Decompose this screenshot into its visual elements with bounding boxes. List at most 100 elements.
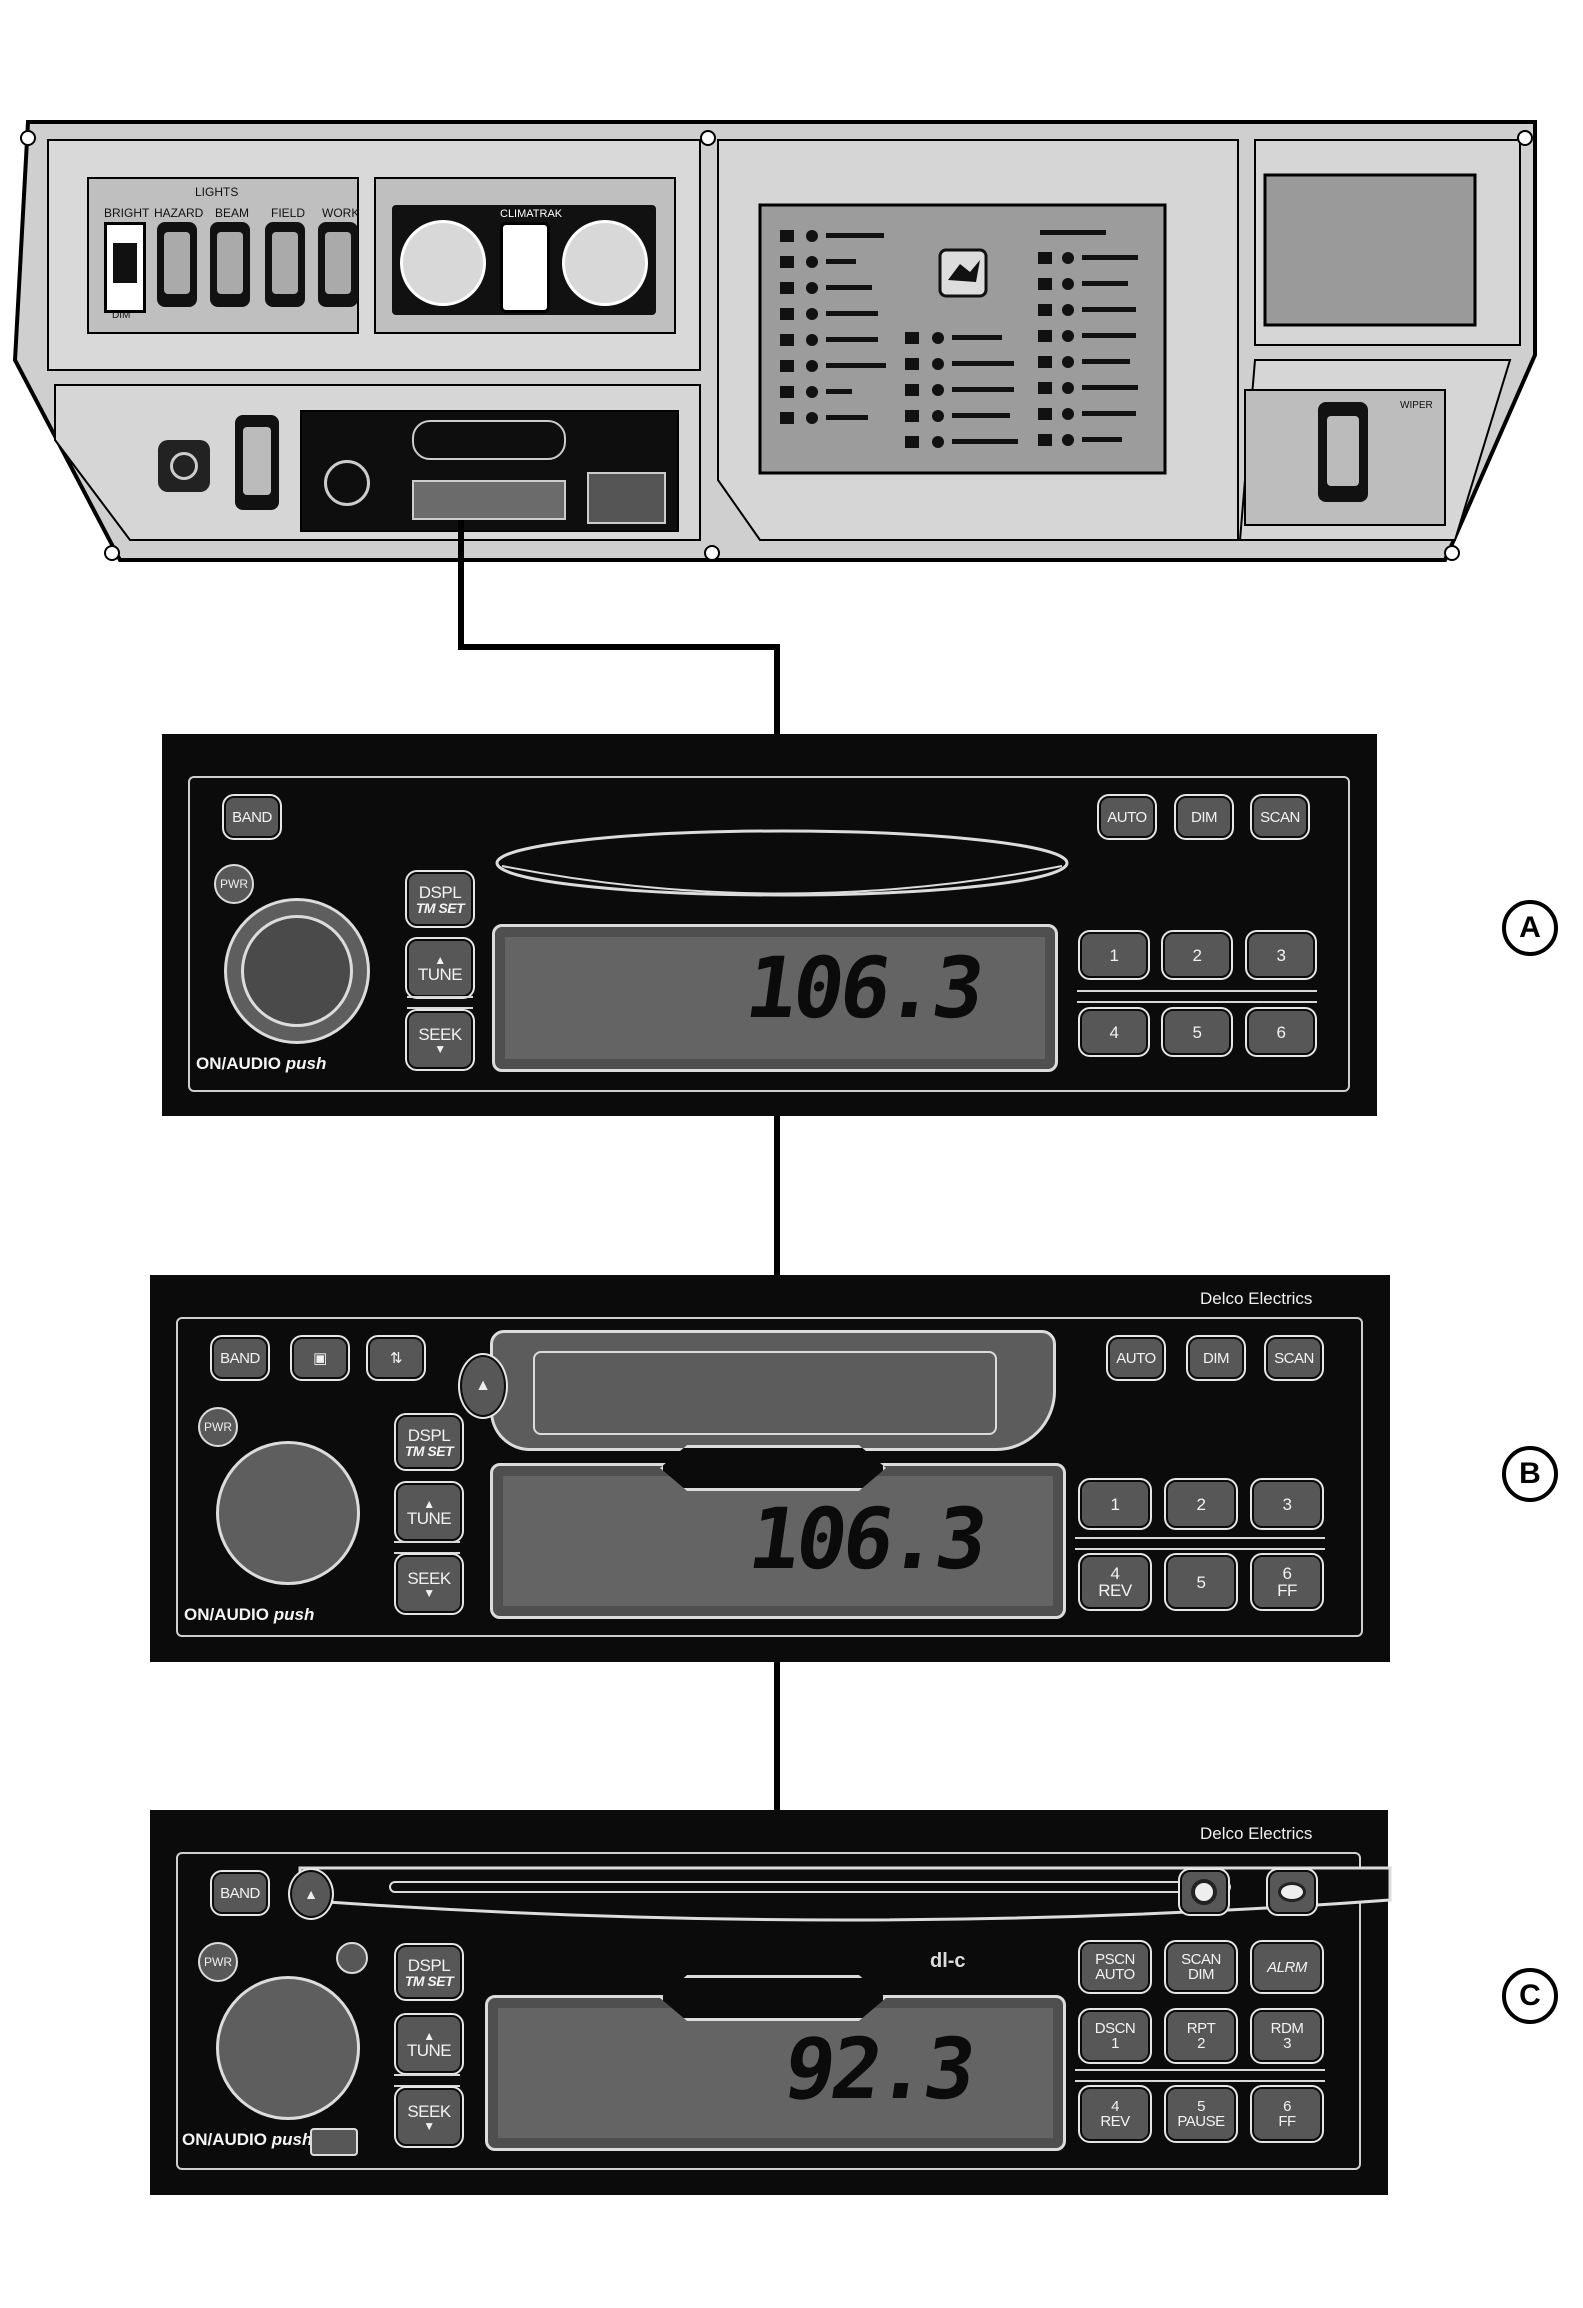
eject-icon: ▲ <box>475 1377 491 1394</box>
tune-button[interactable]: ▲TUNE <box>396 2015 462 2073</box>
tape-direction-button[interactable]: ⇅ <box>368 1337 424 1379</box>
cassette-icon-button[interactable]: ▣ <box>292 1337 348 1379</box>
disc-icon <box>1191 1879 1217 1905</box>
preset-1-button[interactable]: 1 <box>1080 932 1148 978</box>
auto-button[interactable]: AUTO <box>1108 1337 1164 1379</box>
tmset-label: TM SET <box>404 1972 454 1989</box>
power-button[interactable]: PWR <box>198 1407 238 1447</box>
volume-knob[interactable] <box>216 1976 360 2120</box>
wiper-label: WIPER <box>1400 400 1433 411</box>
indicator-panel <box>770 220 1155 465</box>
tape-direction-icon: ⇅ <box>389 1349 403 1367</box>
preset-3-button[interactable]: 3 <box>1252 1480 1322 1528</box>
band-button[interactable]: BAND <box>212 1872 268 1914</box>
preset-5-button[interactable]: 5 <box>1163 1009 1231 1055</box>
preset-5-button[interactable]: 5 <box>1166 1555 1236 1609</box>
seek-button[interactable]: SEEK▼ <box>396 2088 462 2146</box>
tune-label: TUNE <box>406 1508 452 1528</box>
power-button[interactable]: PWR <box>198 1942 238 1982</box>
preset-6-button[interactable]: 6 <box>1247 1009 1315 1055</box>
tune-seek-divider <box>394 2074 460 2087</box>
beacon-switch[interactable] <box>235 415 279 510</box>
dim-button[interactable]: DIM <box>1176 796 1232 838</box>
dspl-button[interactable]: DSPL TM SET <box>396 1945 462 1999</box>
dspl-label: DSPL <box>407 1425 451 1445</box>
frequency-display <box>492 924 1058 1072</box>
eject-button[interactable]: ▲ <box>460 1355 506 1417</box>
seek-label: SEEK <box>407 2101 451 2121</box>
rocker-switch-field[interactable] <box>265 222 305 307</box>
switch-label-hazard: HAZARD <box>154 206 204 220</box>
alrm-button[interactable]: ALRM <box>1252 1942 1322 1992</box>
preset-3-button[interactable]: 3 <box>1247 932 1315 978</box>
dashboard-panel: LIGHTS BRIGHT HAZARD BEAM FIELD WORK DIM… <box>0 0 1583 580</box>
preset-divider <box>1075 2069 1325 2082</box>
scan-button[interactable]: SCAN <box>1266 1337 1322 1379</box>
aux-input-jack[interactable] <box>310 2128 358 2156</box>
wiper-switch[interactable] <box>1318 402 1368 502</box>
connector-wire <box>458 520 464 650</box>
display-notch <box>660 1445 886 1491</box>
dim-button[interactable]: DIM <box>1188 1337 1244 1379</box>
band-button[interactable]: BAND <box>212 1337 268 1379</box>
band-button[interactable]: BAND <box>224 796 280 838</box>
volume-knob[interactable] <box>224 898 370 1044</box>
display-notch <box>660 1975 886 2021</box>
auto-button[interactable]: AUTO <box>1099 796 1155 838</box>
radio-b-bezel <box>176 1317 1363 1637</box>
rocker-switch-hazard[interactable] <box>157 222 197 307</box>
switch-label-bright: BRIGHT <box>104 206 150 220</box>
brand-label: Delco Electrics <box>1200 1824 1313 1843</box>
temperature-knob[interactable] <box>562 220 648 306</box>
hazard-button[interactable] <box>158 440 210 492</box>
cd-load-button[interactable] <box>1180 1870 1228 1914</box>
dspl-label: DSPL <box>418 882 462 902</box>
onaudio-label: ON/AUDIO push <box>184 1605 315 1624</box>
cd-eject-button[interactable] <box>1268 1870 1316 1914</box>
cassette-door <box>490 1330 1056 1451</box>
preset-2-button[interactable]: 2 <box>1163 932 1231 978</box>
preset-1-button[interactable]: 1 <box>1080 1480 1150 1528</box>
rocker-switch-beam[interactable] <box>210 222 250 307</box>
seek-button[interactable]: SEEK▼ <box>407 1011 473 1069</box>
aux-button[interactable] <box>336 1942 368 1974</box>
scan-button[interactable]: SCAN <box>1252 796 1308 838</box>
dlc-logo: dl-c <box>930 1950 966 1972</box>
eject-button[interactable]: ▲ <box>290 1870 332 1918</box>
dspl-label: DSPL <box>407 1955 451 1975</box>
dspl-button[interactable]: DSPL TM SET <box>396 1415 462 1469</box>
tune-button[interactable]: ▲TUNE <box>396 1483 462 1541</box>
rocker-switch-bright[interactable] <box>104 222 146 313</box>
tune-seek-divider <box>407 996 473 1009</box>
callout-a: A <box>1502 900 1558 956</box>
dspl-button[interactable]: DSPL TM SET <box>407 872 473 926</box>
cassette-slot <box>495 829 1069 897</box>
fan-speed-knob[interactable] <box>400 220 486 306</box>
volume-knob[interactable] <box>216 1441 360 1585</box>
climate-mode-switch[interactable] <box>500 222 550 313</box>
dim-label: DIM <box>112 310 131 321</box>
callout-c: C <box>1502 1968 1558 2024</box>
brand-label: Delco Electrics <box>1200 1289 1313 1308</box>
tune-button[interactable]: ▲TUNE <box>407 939 473 997</box>
onaudio-label: ON/AUDIO push <box>196 1054 327 1073</box>
preset-2-button[interactable]: 2 <box>1166 1480 1236 1528</box>
power-button[interactable]: PWR <box>214 864 254 904</box>
seek-label: SEEK <box>418 1024 462 1044</box>
preset-divider <box>1075 1537 1325 1550</box>
seek-button[interactable]: SEEK▼ <box>396 1555 462 1613</box>
radio-a-bezel <box>188 776 1350 1092</box>
eject-icon: ▲ <box>304 1886 318 1902</box>
preset-4-button[interactable]: 4 <box>1080 1009 1148 1055</box>
rocker-switch-work[interactable] <box>318 222 358 307</box>
